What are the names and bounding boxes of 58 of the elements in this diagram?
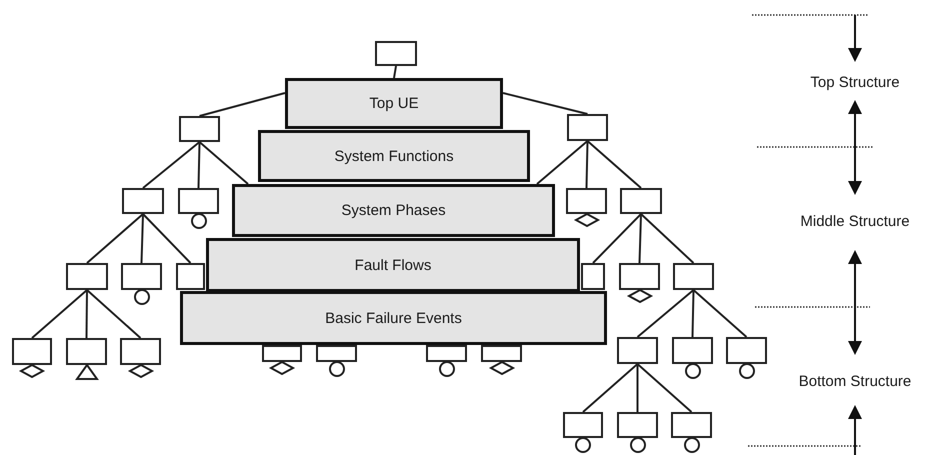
event-box (620, 188, 662, 214)
event-box (563, 412, 603, 438)
connector-line (502, 92, 588, 115)
layer-label: Fault Flows (354, 256, 432, 274)
event-box (672, 337, 713, 364)
connector-line (640, 213, 694, 264)
layer-label: Basic Failure Events (325, 310, 462, 326)
connector-line (198, 142, 200, 188)
event-box (617, 337, 658, 364)
event-box (617, 412, 658, 438)
layer-band (206, 238, 580, 292)
connector-line (638, 214, 642, 264)
connector-line (582, 363, 638, 413)
event-box (121, 263, 162, 290)
layer-band (180, 291, 607, 345)
connector-line (86, 213, 144, 264)
connector-line (592, 213, 642, 264)
event-box (481, 345, 522, 362)
level-label: Bottom Structure (798, 373, 912, 390)
connector-line (31, 289, 88, 339)
event-box (176, 263, 205, 290)
event-box (426, 345, 467, 362)
event-box (673, 263, 714, 290)
layer-band (285, 78, 503, 129)
connector-line (636, 364, 638, 412)
connector-line (692, 290, 694, 338)
connector-line (142, 213, 192, 264)
layer-band (232, 184, 555, 237)
event-box (726, 337, 767, 364)
event-box (122, 188, 164, 214)
layer-label: System Functions (334, 148, 454, 164)
event-box (179, 116, 220, 142)
connector-line (692, 289, 748, 338)
event-box (262, 345, 302, 362)
layer-label: System Phases (341, 202, 446, 219)
layer-label: Top UE (369, 95, 419, 112)
event-box (671, 412, 712, 438)
event-box (567, 114, 608, 141)
connector-line (393, 66, 397, 78)
level-label: Top Structure (810, 74, 900, 91)
connector-line (198, 141, 249, 185)
connector-line (140, 214, 144, 264)
connector-line (636, 363, 692, 413)
connector-line (586, 140, 642, 189)
connector-line (142, 141, 200, 189)
event-box (316, 345, 357, 362)
connector-line (586, 140, 588, 188)
connector-line (199, 92, 286, 117)
layer-band (258, 130, 530, 182)
connector-line (536, 140, 588, 185)
connector-line (86, 290, 88, 338)
connector-line (86, 289, 142, 339)
event-box (375, 41, 417, 66)
level-label: Middle Structure (800, 213, 910, 230)
event-box (66, 263, 108, 290)
event-box (581, 263, 605, 290)
connector-line (636, 289, 694, 338)
event-box (178, 188, 219, 214)
